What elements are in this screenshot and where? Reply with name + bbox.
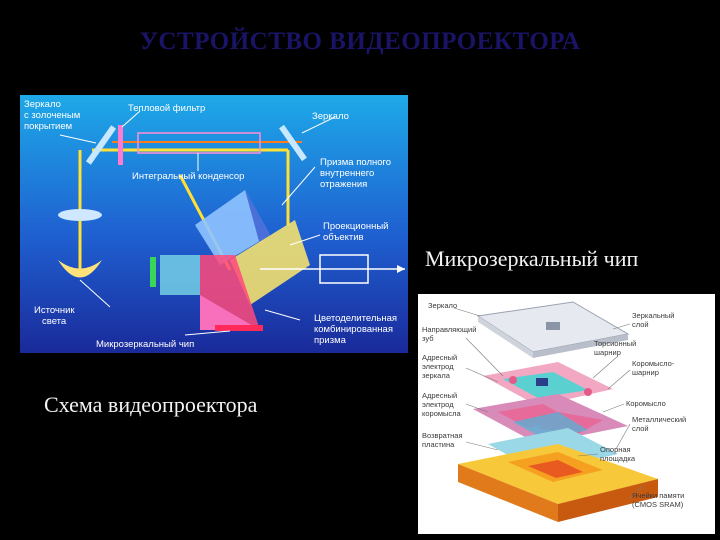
label-condenser: Интегральный конденсор: [132, 171, 244, 182]
slide-title: УСТРОЙСТВО ВИДЕОПРОЕКТОРА: [139, 28, 581, 55]
label-light-source: Источник света: [34, 305, 77, 327]
condenser-icon: [137, 132, 261, 154]
projector-schematic: Зеркало с золоченым покрытием Тепловой ф…: [20, 95, 408, 353]
chip-label-mirror-layer: Зеркальный слой: [632, 311, 677, 329]
chip-label-support-pad: Опорная площадка: [600, 445, 636, 463]
chip-label-mirror: Зеркало: [428, 301, 457, 310]
color-prism-icon: [230, 220, 310, 305]
label-color-prism: Цветоделительная комбинированная призма: [314, 313, 400, 346]
lamp-reflector-icon: [58, 260, 102, 278]
chip-caption: Микрозеркальный чип: [425, 246, 639, 271]
label-dmd-chip: Микрозеркальный чип: [96, 339, 194, 350]
dmd-chip-icon: [150, 257, 156, 287]
chip-label-memory-cells: Ячейки памяти (CMOS SRAM): [632, 491, 686, 509]
label-mirror: Зеркало: [312, 111, 349, 122]
chip-label-guide-tooth: Направляющий зуб: [422, 325, 479, 343]
label-gold-mirror: Зеркало с золоченым покрытием: [24, 99, 83, 132]
label-tir-prism: Призма полного внутреннего отражения: [320, 157, 394, 190]
dmd-exploded-diagram: Зеркало Направляющий зуб Адресный электр…: [418, 294, 715, 534]
lens-icon: [58, 209, 102, 221]
scheme-caption: Схема видеопроектора: [44, 392, 258, 417]
chip-label-metal-layer: Металлический слой: [632, 415, 688, 433]
chip-label-mirror-electrode: Адресный электрод зеркала: [422, 353, 459, 380]
chip-label-return-plate: Возвратная пластина: [422, 431, 465, 449]
chip-label-torsion-hinge: Торсионный шарнир: [594, 339, 638, 357]
label-projection-lens: Проекционный объектив: [323, 221, 391, 243]
chip-label-yoke-electrode: Адресный электрод коромысла: [422, 391, 462, 418]
heat-filter-icon: [118, 125, 123, 165]
label-heat-filter: Тепловой фильтр: [128, 103, 205, 114]
gold-mirror-icon: [85, 125, 117, 165]
mirror-icon: [279, 124, 307, 162]
chip-label-yoke: Коромысло: [626, 399, 666, 408]
chip-label-yoke-hinge: Коромысло- шарнир: [632, 359, 676, 377]
